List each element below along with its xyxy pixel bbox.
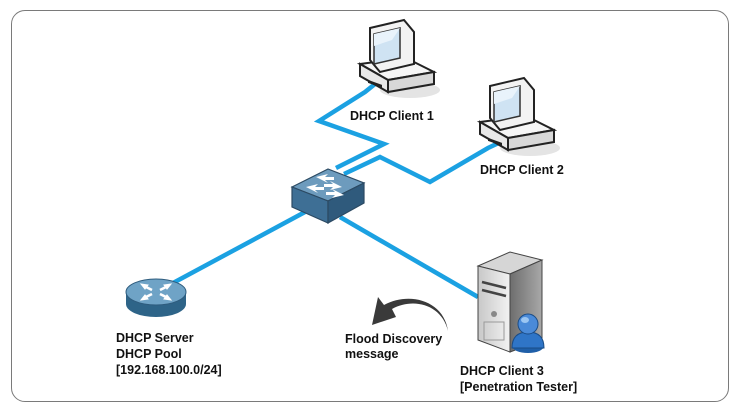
- link-switch-client3: [338, 215, 480, 299]
- router-icon: [125, 278, 187, 317]
- link-switch-server: [158, 210, 307, 292]
- client1-label: DHCP Client 1: [350, 109, 434, 123]
- client3-label-line2: [Penetration Tester]: [460, 380, 578, 394]
- diagram-frame: [11, 10, 729, 402]
- desktop-computer-icon: [356, 18, 440, 98]
- desktop-computer-icon: [476, 76, 560, 156]
- annotation-line1: Flood Discovery: [345, 332, 443, 346]
- client2-label: DHCP Client 2: [480, 163, 564, 177]
- curved-arrow-left-icon: [372, 297, 448, 331]
- annotation-line2: message: [345, 347, 399, 361]
- server-tower-user-icon: [476, 251, 545, 353]
- network-switch-icon: [290, 168, 366, 225]
- server-label-line3: [192.168.100.0/24]: [116, 363, 222, 377]
- link-switch-client2: [343, 137, 506, 185]
- server-label-line1: DHCP Server: [116, 331, 194, 345]
- server-label-line2: DHCP Pool: [116, 347, 182, 361]
- link-switch-client1: [313, 74, 390, 171]
- client3-label-line1: DHCP Client 3: [460, 364, 544, 378]
